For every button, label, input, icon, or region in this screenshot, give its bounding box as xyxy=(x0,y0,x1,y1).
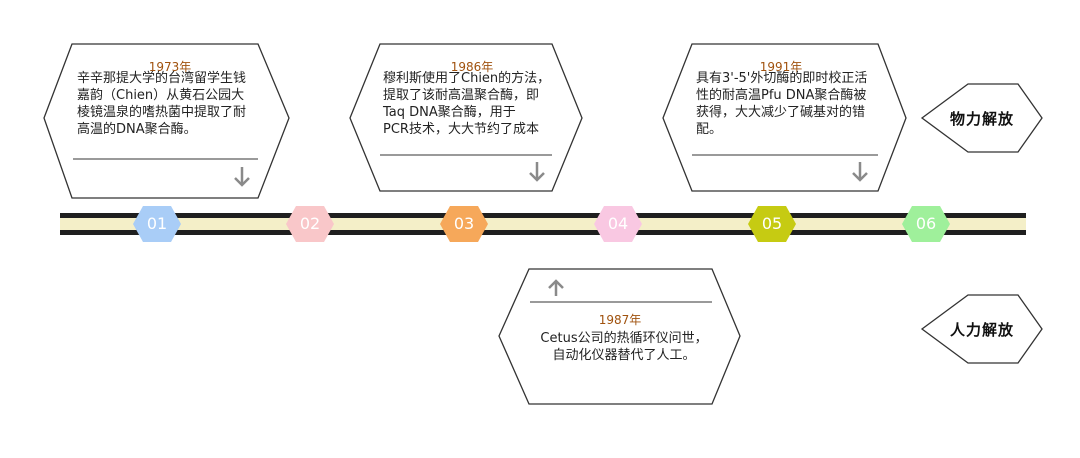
card-1987 xyxy=(498,268,741,405)
tag-labor-outline xyxy=(920,294,1043,364)
card-year: 1987年 xyxy=(598,313,642,327)
tag-material-outline xyxy=(920,83,1043,153)
card-description: Cetus公司的热循环仪问世， 自动化仪器替代了人工。 xyxy=(529,330,719,364)
card-line: 辛辛那提大学的台湾留学生钱 xyxy=(77,71,247,86)
rail-top-line xyxy=(60,213,1026,218)
card-line: 高温的DNA聚合酶。 xyxy=(77,122,197,137)
card-line: 穆利斯使用了Chien的方法， xyxy=(383,71,551,86)
card-line: PCR技术，大大节约了成本 xyxy=(383,122,539,137)
timeline-node-02[interactable] xyxy=(286,206,334,242)
card-year: 1991年 xyxy=(759,60,803,74)
rail-bottom-line xyxy=(60,230,1026,235)
arrow-up-icon xyxy=(548,279,564,296)
card-year: 1973年 xyxy=(148,60,192,74)
card-year: 1986年 xyxy=(450,60,494,74)
card-line: 配。 xyxy=(696,122,723,137)
card-description: 穆利斯使用了Chien的方法， 提取了该耐高温聚合酶，即 Taq DNA聚合酶，… xyxy=(383,70,550,138)
card-line: 具有3'-5'外切酶的即时校正活 xyxy=(696,71,868,86)
card-line: 提取了该耐高温聚合酶，即 xyxy=(383,88,540,103)
timeline-node-01[interactable] xyxy=(133,206,181,242)
arrow-down-icon xyxy=(852,162,868,182)
timeline-node-05[interactable] xyxy=(748,206,796,242)
arrow-down-icon xyxy=(234,167,250,187)
card-line: Cetus公司的热循环仪问世， xyxy=(540,331,708,346)
node-label: 01 xyxy=(146,214,168,233)
card-line: 自动化仪器替代了人工。 xyxy=(552,348,696,363)
node-label: 06 xyxy=(915,214,937,233)
card-description: 辛辛那提大学的台湾留学生钱 嘉韵（Chien）从黄石公园大 棱镜温泉的嗜热菌中提… xyxy=(77,70,246,138)
rail-band xyxy=(60,218,1026,230)
card-line: 性的耐高温Pfu DNA聚合酶被 xyxy=(696,88,867,103)
tag-material-liberation: 物力解放 xyxy=(949,110,1014,128)
timeline-node-03[interactable] xyxy=(440,206,488,242)
tag-labor-liberation: 人力解放 xyxy=(949,321,1014,339)
card-1973 xyxy=(43,43,290,199)
card-1991 xyxy=(662,43,907,192)
node-label: 02 xyxy=(299,214,321,233)
card-line: 嘉韵（Chien）从黄石公园大 xyxy=(77,88,245,103)
timeline-node-06[interactable] xyxy=(902,206,950,242)
node-label: 03 xyxy=(453,214,475,233)
card-line: Taq DNA聚合酶，用于 xyxy=(383,105,516,120)
card-description: 具有3'-5'外切酶的即时校正活 性的耐高温Pfu DNA聚合酶被 获得，大大减… xyxy=(696,70,867,138)
timeline-rail xyxy=(60,213,1026,235)
card-line: 棱镜温泉的嗜热菌中提取了耐 xyxy=(77,105,247,120)
card-1986 xyxy=(349,43,583,192)
card-line: 获得，大大减少了碱基对的错 xyxy=(696,105,866,120)
arrow-down-icon xyxy=(529,162,545,182)
timeline-node-04[interactable] xyxy=(594,206,642,242)
node-label: 05 xyxy=(761,214,783,233)
node-label: 04 xyxy=(607,214,629,233)
